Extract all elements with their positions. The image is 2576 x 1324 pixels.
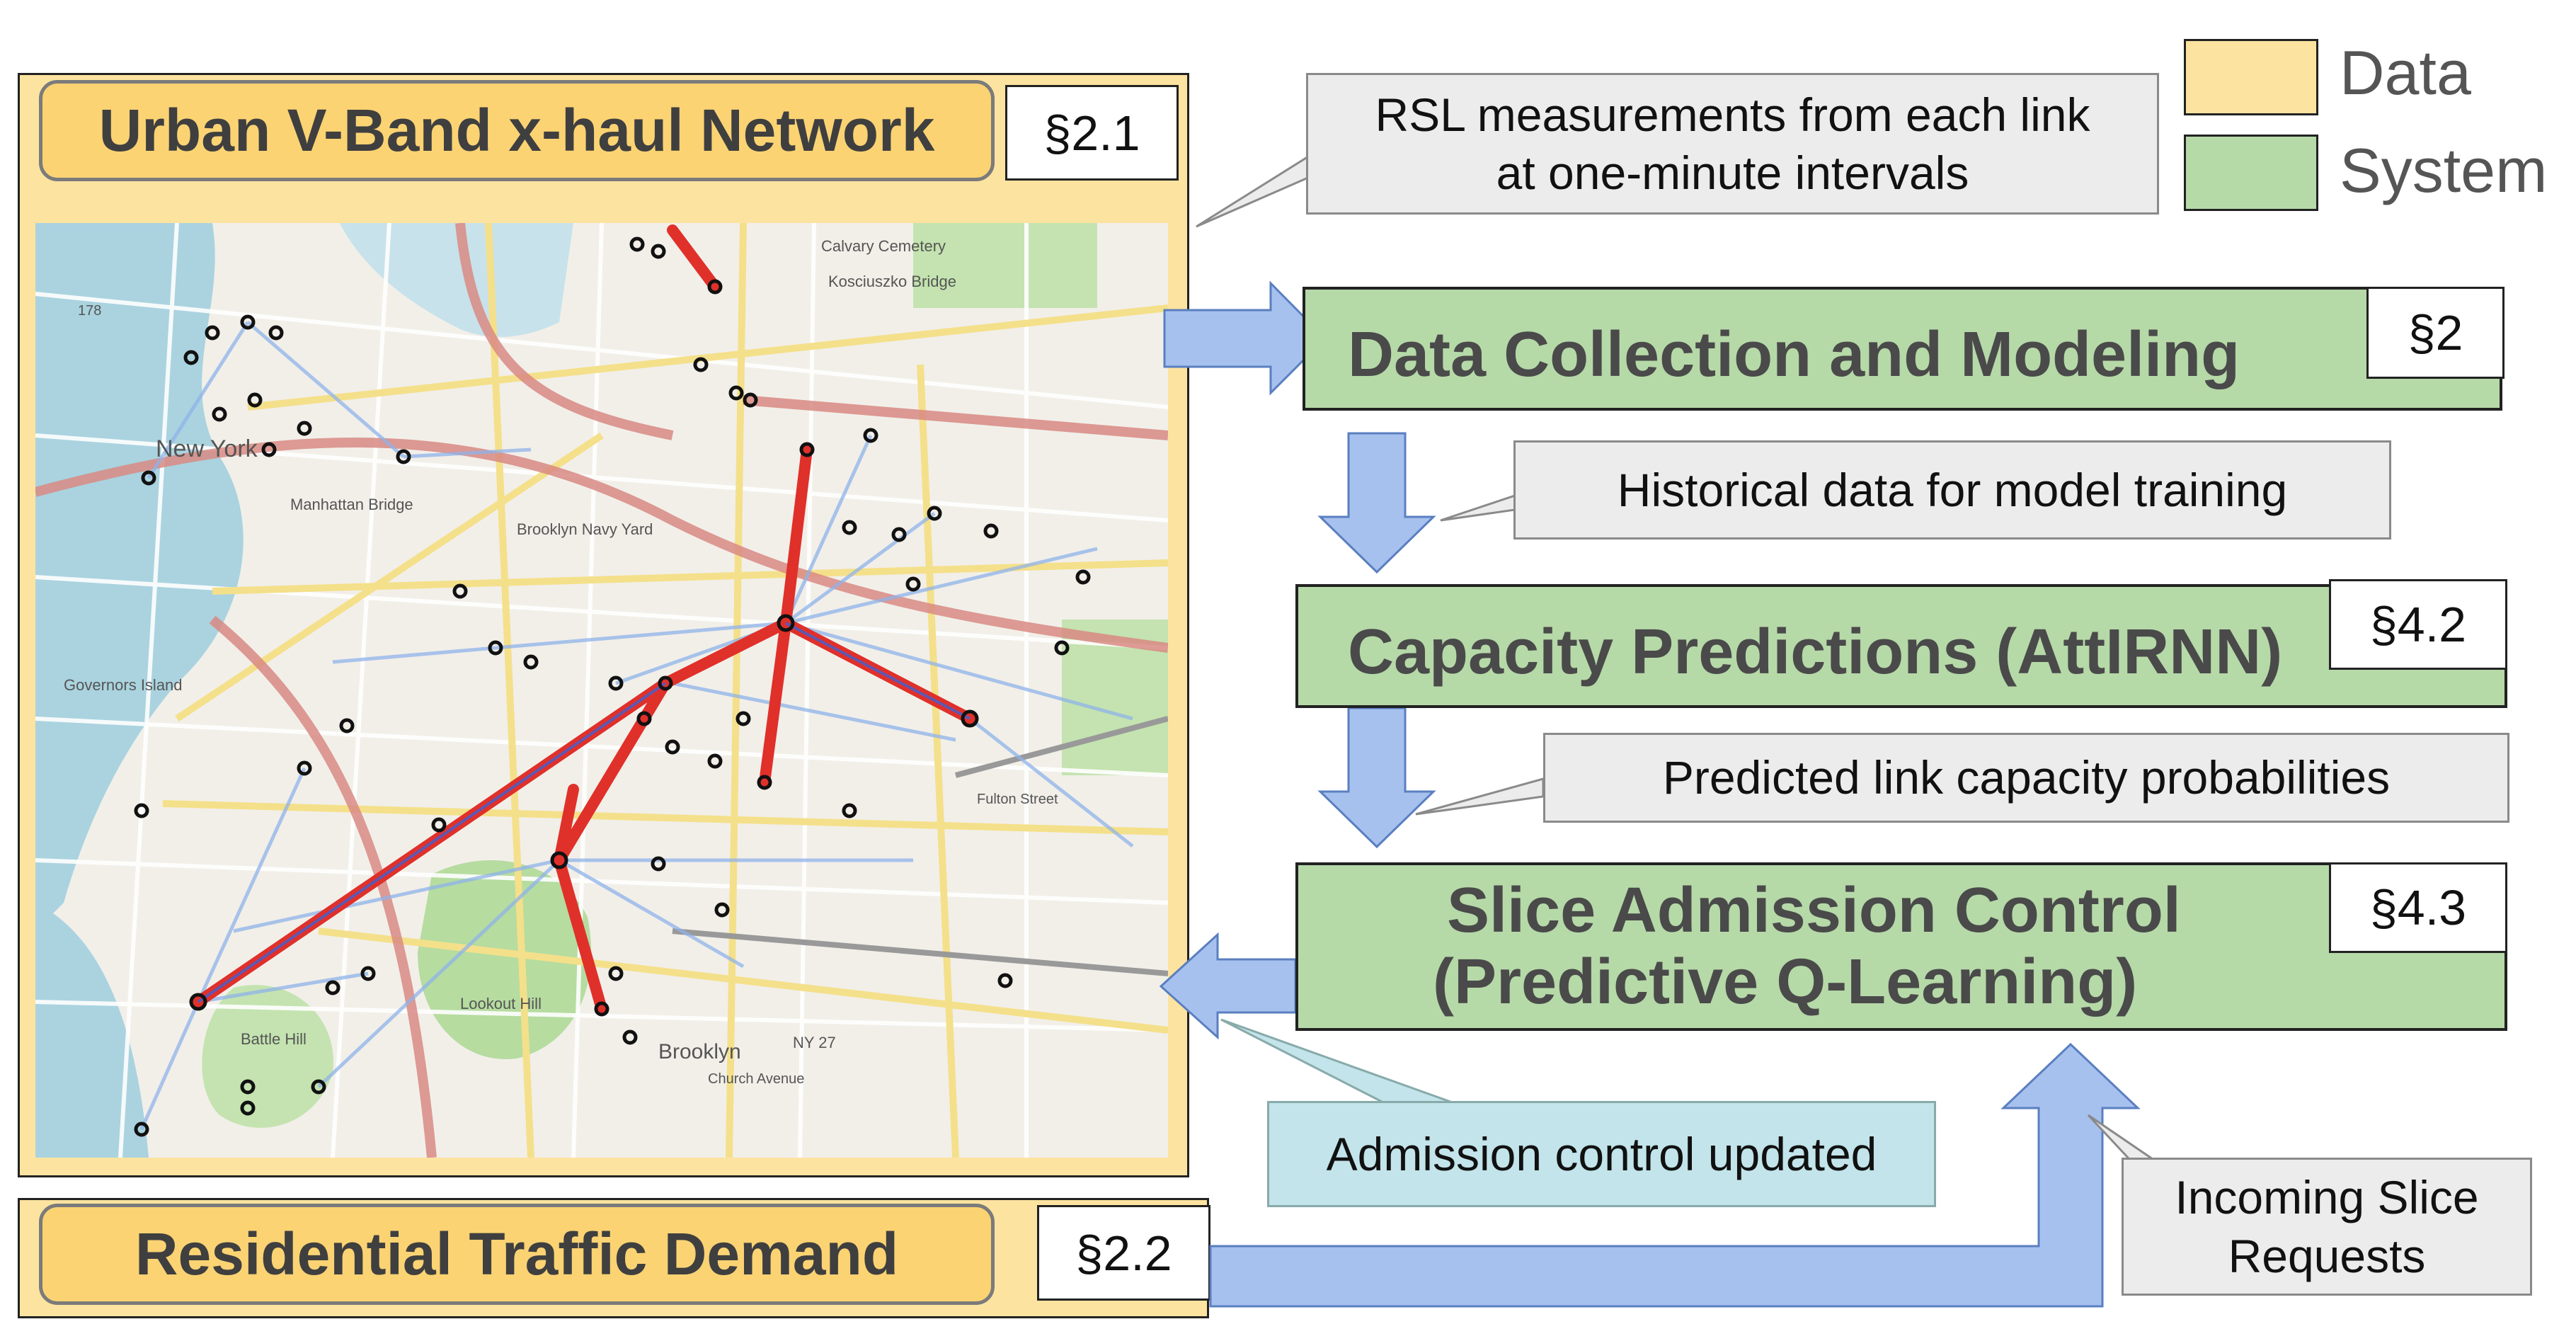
map-water-east-river bbox=[35, 223, 244, 931]
map-label-calvary: Calvary Cemetery bbox=[821, 237, 946, 255]
step-data-collection-section-ref: §2 bbox=[2366, 287, 2505, 379]
rsl-callout-pointer bbox=[1196, 154, 1311, 228]
map-park-prospect bbox=[418, 860, 592, 1059]
map-park-calvary bbox=[913, 223, 1097, 308]
map-label-fulton: Fulton Street bbox=[977, 792, 1058, 807]
legend-data-label: Data bbox=[2340, 38, 2471, 108]
arrow-to-admission bbox=[1317, 707, 1436, 849]
network-section-ref: §2.1 bbox=[1005, 85, 1179, 181]
map-water-creek bbox=[340, 223, 573, 337]
arrow-to-data-collection bbox=[1163, 280, 1327, 396]
map-label-battle-hill: Battle Hill bbox=[241, 1030, 307, 1048]
map-water-bay bbox=[35, 903, 149, 1158]
map-label-navy-yard: Brooklyn Navy Yard bbox=[517, 520, 653, 538]
demand-section-ref: §2.2 bbox=[1037, 1205, 1210, 1301]
step-capacity-predictions-label: Capacity Predictions (AttIRNN) bbox=[1348, 617, 2283, 687]
demand-title: Residential Traffic Demand bbox=[39, 1204, 995, 1305]
legend-data-swatch bbox=[2184, 39, 2318, 115]
map-label-manhattan-bridge: Manhattan Bridge bbox=[290, 496, 413, 513]
arrow-demand-to-admission bbox=[1209, 1042, 2141, 1308]
rsl-note-line1: RSL measurements from each link bbox=[1375, 88, 2090, 141]
step-data-collection-label: Data Collection and Modeling bbox=[1348, 319, 2240, 390]
admission-updated-note: Admission control updated bbox=[1267, 1101, 1936, 1207]
arrow-to-capacity bbox=[1317, 432, 1436, 574]
incoming-note-line2: Requests bbox=[2228, 1229, 2426, 1282]
step-slice-admission-section-ref: §4.3 bbox=[2329, 862, 2507, 953]
step-data-collection: Data Collection and Modeling bbox=[1303, 287, 2502, 411]
map-label-governors-island: Governors Island bbox=[64, 676, 183, 694]
map-label-brooklyn: Brooklyn bbox=[658, 1040, 741, 1063]
legend-system-label: System bbox=[2340, 135, 2548, 205]
map-label-178: 178 bbox=[78, 303, 101, 319]
network-map: New York Manhattan Bridge Brooklyn Navy … bbox=[35, 223, 1168, 1158]
legend-system-swatch bbox=[2184, 135, 2318, 211]
step-slice-admission-line1: Slice Admission Control bbox=[1447, 875, 2181, 947]
step-capacity-section-ref: §4.2 bbox=[2329, 579, 2507, 670]
rsl-note-line2: at one-minute intervals bbox=[1496, 147, 1969, 199]
map-label-ny27: NY 27 bbox=[793, 1034, 836, 1051]
step-slice-admission-line2: (Predictive Q-Learning) bbox=[1433, 947, 2138, 1017]
admission-callout-pointer bbox=[1220, 1018, 1459, 1106]
step-capacity-predictions: Capacity Predictions (AttIRNN) bbox=[1295, 584, 2507, 708]
incoming-note-line1: Incoming Slice bbox=[2175, 1171, 2479, 1223]
map-park-greenwood bbox=[202, 985, 333, 1128]
map-label-church: Church Avenue bbox=[708, 1071, 804, 1087]
map-label-lookout-hill: Lookout Hill bbox=[460, 995, 542, 1012]
arrow-to-network bbox=[1159, 932, 1297, 1040]
map-label-kosciuszko: Kosciuszko Bridge bbox=[828, 273, 956, 290]
incoming-requests-note: Incoming Slice Requests bbox=[2122, 1158, 2532, 1296]
network-title: Urban V-Band x-haul Network bbox=[39, 80, 995, 181]
map-label-new-york: New York bbox=[156, 435, 258, 462]
historical-callout-pointer bbox=[1440, 493, 1516, 522]
predicted-note: Predicted link capacity probabilities bbox=[1543, 733, 2509, 823]
rsl-note: RSL measurements from each link at one-m… bbox=[1306, 73, 2159, 215]
historical-note: Historical data for model training bbox=[1513, 440, 2391, 540]
step-slice-admission: Slice Admission Control (Predictive Q-Le… bbox=[1295, 862, 2507, 1031]
predicted-callout-pointer bbox=[1415, 777, 1545, 816]
